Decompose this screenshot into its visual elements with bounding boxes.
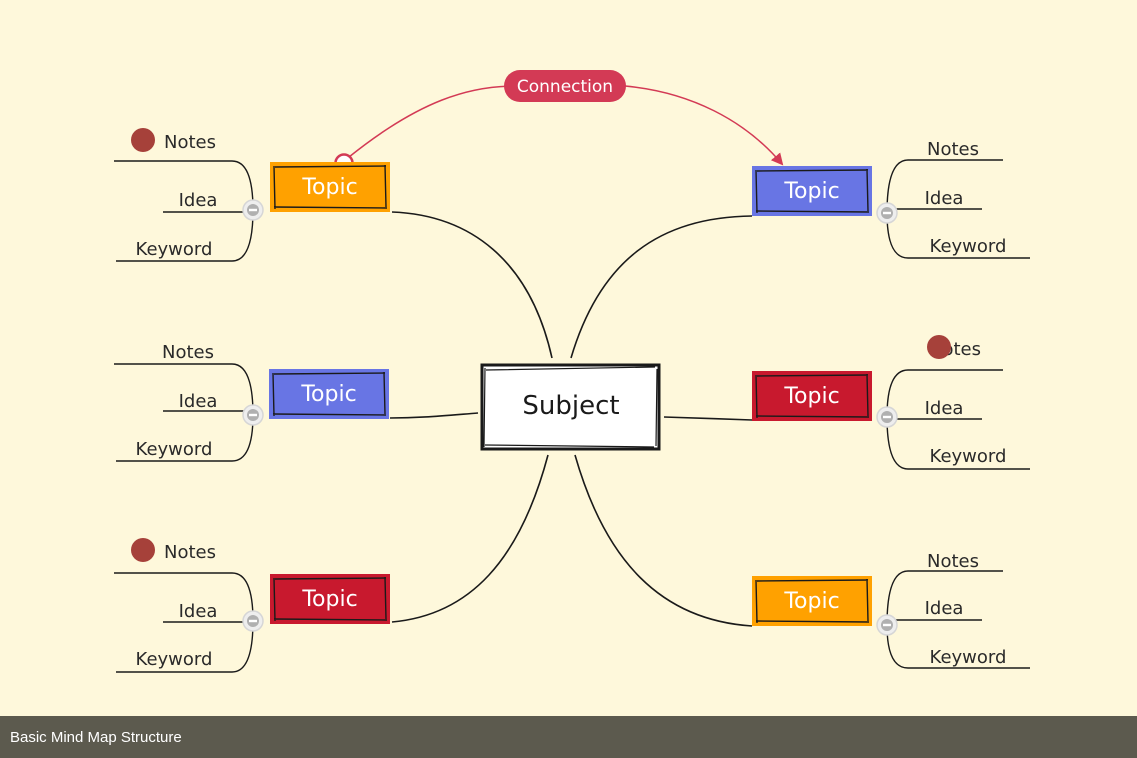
topic-box[interactable] xyxy=(752,576,872,626)
main-links xyxy=(389,211,753,627)
minus-circle-icon[interactable] xyxy=(242,610,264,632)
link-middle-right xyxy=(663,416,753,421)
connection-label-pill[interactable] xyxy=(504,70,626,102)
branch-label-keyword[interactable]: Keyword xyxy=(930,647,1007,668)
branch-label-keyword[interactable]: Keyword xyxy=(136,239,213,260)
topic-box-sketch-border xyxy=(273,164,388,210)
connection-relationship[interactable]: Connection xyxy=(334,70,783,172)
topic-label: Topic xyxy=(301,587,357,612)
branch-label-keyword[interactable]: Keyword xyxy=(930,446,1007,467)
branch-label-idea[interactable]: Idea xyxy=(179,190,218,211)
subject-label: Subject xyxy=(522,391,619,421)
note-marker-icon[interactable] xyxy=(131,128,155,152)
branch-line xyxy=(886,570,1003,626)
branch-label-idea[interactable]: Idea xyxy=(925,598,964,619)
link-bottom-left xyxy=(391,454,549,623)
topic-label: Topic xyxy=(783,589,839,614)
subject-node[interactable]: Subject xyxy=(480,363,661,451)
minus-circle-icon[interactable] xyxy=(876,614,898,636)
minus-circle-icon[interactable] xyxy=(876,406,898,428)
connection-curve[interactable] xyxy=(348,85,782,164)
branch-label-idea[interactable]: Idea xyxy=(925,398,964,419)
minus-circle-icon[interactable] xyxy=(242,404,264,426)
branch-label-notes[interactable]: Notes xyxy=(927,139,979,160)
branch-label-idea[interactable]: Idea xyxy=(925,188,964,209)
branch-line xyxy=(886,416,1030,470)
branch-label-notes[interactable]: Notes xyxy=(927,551,979,572)
topic-box-sketch-border xyxy=(273,576,388,622)
branch-label-keyword[interactable]: Keyword xyxy=(136,439,213,460)
branch-label-notes[interactable]: Notes xyxy=(164,132,216,153)
link-bottom-right xyxy=(574,454,753,627)
branch-line xyxy=(886,159,1003,214)
caption-bar: Basic Mind Map Structure xyxy=(0,716,1137,758)
topic-box[interactable] xyxy=(270,574,390,624)
link-top-right xyxy=(570,215,753,359)
note-marker-icon[interactable] xyxy=(927,335,951,359)
topic-box-sketch-border xyxy=(755,578,870,624)
branch-label-notes[interactable]: Notes xyxy=(164,542,216,563)
caption-text: Basic Mind Map Structure xyxy=(10,728,182,746)
branch-label-keyword[interactable]: Keyword xyxy=(930,236,1007,257)
mind-map-canvas: Connection Subject NotesIdeaKeywordTopic… xyxy=(114,70,1030,673)
minus-circle-icon[interactable] xyxy=(876,202,898,224)
topic-box-sketch-border xyxy=(272,371,387,417)
topic-label: Topic xyxy=(300,382,356,407)
topic-box[interactable] xyxy=(752,371,872,421)
topic-box[interactable] xyxy=(269,369,389,419)
topic-label: Topic xyxy=(783,179,839,204)
note-marker-icon[interactable] xyxy=(131,538,155,562)
branch-label-notes[interactable]: Notes xyxy=(162,342,214,363)
topic-label: Topic xyxy=(783,384,839,409)
connection-label: Connection xyxy=(517,77,613,97)
topics-layer: NotesIdeaKeywordTopicNotesIdeaKeywordTop… xyxy=(114,128,1030,673)
branch-label-idea[interactable]: Idea xyxy=(179,391,218,412)
topic-box[interactable] xyxy=(270,162,390,212)
link-top-left xyxy=(391,211,553,359)
branch-label-keyword[interactable]: Keyword xyxy=(136,649,213,670)
link-middle-left xyxy=(389,412,479,419)
minus-circle-icon[interactable] xyxy=(242,199,264,221)
topic-label: Topic xyxy=(301,175,357,200)
topic-box-sketch-border xyxy=(755,373,870,419)
topic-box[interactable] xyxy=(752,166,872,216)
branch-label-idea[interactable]: Idea xyxy=(179,601,218,622)
topic-box-sketch-border xyxy=(755,168,870,214)
